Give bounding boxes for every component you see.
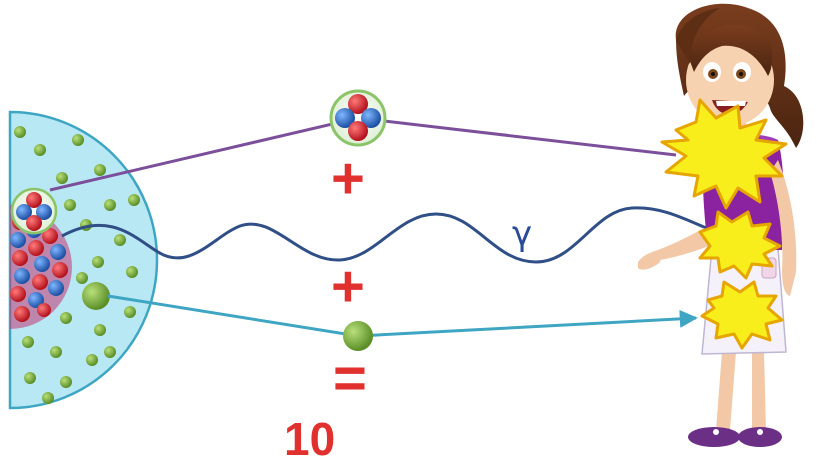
plus-sign-2: + xyxy=(331,254,365,319)
alpha-particle-source-icon xyxy=(10,187,58,235)
electron-particle-icon xyxy=(343,321,373,351)
impact-burst-icon-lower xyxy=(700,280,784,350)
result-value: 10 xyxy=(284,413,336,465)
nucleus-icon xyxy=(10,214,68,322)
beta-path xyxy=(107,294,698,338)
electron-source-icon xyxy=(82,282,110,310)
gamma-label: γ xyxy=(512,214,533,254)
impact-burst-icon-upper xyxy=(660,98,788,210)
atom-cutaway-icon xyxy=(8,110,159,410)
impact-burst-icon-middle xyxy=(698,210,782,280)
alpha-particle-icon xyxy=(329,89,387,147)
gamma-wave-path xyxy=(61,206,717,264)
plus-sign-1: + xyxy=(331,146,365,211)
equals-sign: = xyxy=(333,346,367,411)
